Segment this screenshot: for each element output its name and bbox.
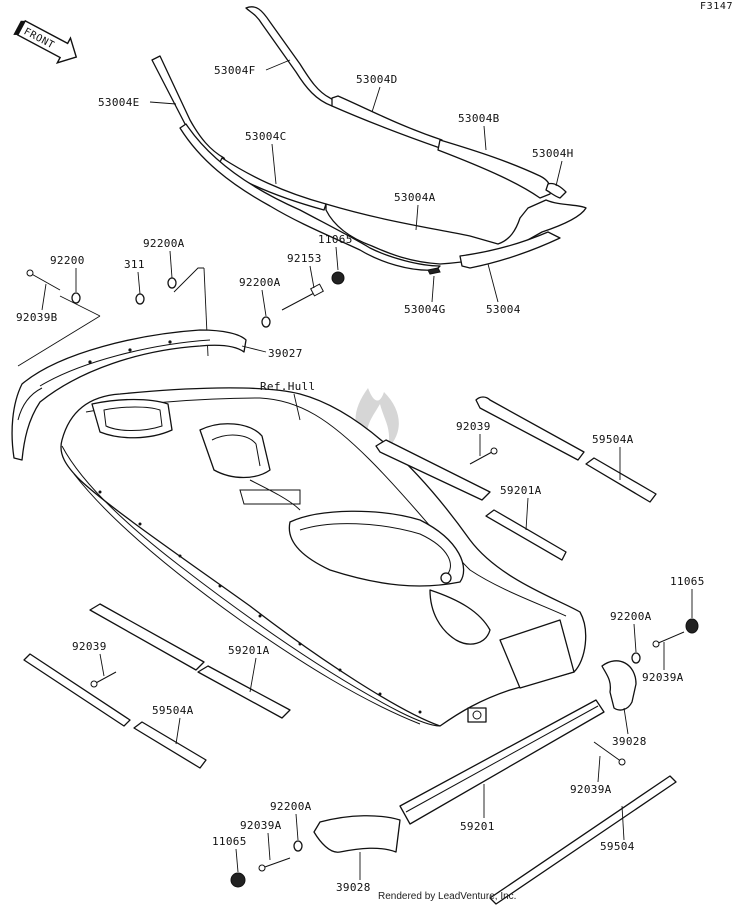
label-92039A-low: 92039A bbox=[570, 783, 612, 796]
label-59504A-left: 59504A bbox=[152, 704, 194, 717]
hull-stern bbox=[499, 619, 575, 689]
label-92039A-right: 92039A bbox=[642, 671, 684, 684]
hull-rear-deck bbox=[429, 589, 491, 645]
diagram-code: F3147 bbox=[700, 1, 733, 12]
label-11065-left: 11065 bbox=[212, 835, 247, 848]
footer-credit: Rendered by LeadVenture, Inc. bbox=[378, 891, 516, 902]
bolt-92039-left bbox=[90, 671, 117, 688]
label-53004: 53004 bbox=[486, 303, 521, 316]
label-92200A-top: 92200A bbox=[143, 237, 185, 250]
label-92039A-left: 92039A bbox=[240, 819, 282, 832]
label-53004G: 53004G bbox=[404, 303, 446, 316]
label-53004H: 53004H bbox=[532, 147, 574, 160]
seat-cover-53004 bbox=[459, 231, 561, 269]
bolt-92039A-left bbox=[258, 857, 291, 872]
label-53004B: 53004B bbox=[458, 112, 500, 125]
pad-59201A-right bbox=[485, 509, 567, 561]
seat-cover-53004A bbox=[325, 199, 587, 265]
rail-59504 bbox=[489, 775, 677, 905]
bolt-92039-right bbox=[469, 447, 498, 465]
label-92153: 92153 bbox=[287, 252, 322, 265]
label-92039-right: 92039 bbox=[456, 420, 491, 433]
label-92200: 92200 bbox=[50, 254, 85, 267]
bolt-92039B bbox=[26, 269, 61, 291]
rail-59504A-left bbox=[133, 721, 207, 769]
label-ref-hull: Ref.Hull bbox=[260, 380, 315, 393]
bumper-39028-bottom bbox=[313, 815, 401, 853]
label-92200A-low: 92200A bbox=[270, 800, 312, 813]
label-311: 311 bbox=[124, 258, 145, 271]
label-39028-right: 39028 bbox=[612, 735, 647, 748]
label-92039B: 92039B bbox=[16, 311, 58, 324]
label-59504: 59504 bbox=[600, 840, 635, 853]
washer-92200A-top bbox=[167, 277, 177, 289]
washer-92200 bbox=[71, 292, 81, 304]
seat-cover-53004H bbox=[545, 182, 567, 199]
pad-59201A-left bbox=[197, 665, 291, 719]
bolt-92039A-right bbox=[652, 631, 685, 648]
label-53004E: 53004E bbox=[98, 96, 140, 109]
label-92200A-right: 92200A bbox=[610, 610, 652, 623]
label-59201: 59201 bbox=[460, 820, 495, 833]
bolt-92039A-low bbox=[593, 741, 626, 766]
front-arrow-icon: FRONT bbox=[13, 19, 78, 64]
grommet-11065-top bbox=[331, 271, 345, 285]
washer-92200A-right bbox=[631, 652, 641, 664]
label-59201A-right: 59201A bbox=[500, 484, 542, 497]
label-39028-bottom: 39028 bbox=[336, 881, 371, 894]
seat-cover-53004D bbox=[331, 95, 443, 149]
rail-59504A-right-long bbox=[475, 396, 585, 461]
nut-311 bbox=[135, 293, 145, 305]
seat-cover-53004F bbox=[245, 6, 337, 107]
seat-cover-53004G bbox=[427, 267, 441, 275]
label-59201A-left: 59201A bbox=[228, 644, 270, 657]
seat-cover-assembly bbox=[151, 6, 587, 275]
grommet-11065-right bbox=[685, 618, 699, 634]
washer-92200A-mid bbox=[261, 316, 271, 328]
label-11065-right: 11065 bbox=[670, 575, 705, 588]
label-53004C: 53004C bbox=[245, 130, 287, 143]
label-53004D: 53004D bbox=[356, 73, 398, 86]
label-59504A-right: 59504A bbox=[592, 433, 634, 446]
label-39027: 39027 bbox=[268, 347, 303, 360]
label-92039-left: 92039 bbox=[72, 640, 107, 653]
label-11065-top: 11065 bbox=[318, 233, 353, 246]
bolt-92153 bbox=[281, 283, 324, 311]
bumper-39027 bbox=[11, 329, 247, 461]
label-53004A: 53004A bbox=[394, 191, 436, 204]
hull-cockpit bbox=[288, 510, 465, 587]
pad-59201A-left-upper bbox=[89, 603, 205, 671]
hull-body bbox=[60, 387, 587, 727]
label-92200A-mid: 92200A bbox=[239, 276, 281, 289]
hull-front-storage bbox=[91, 398, 173, 439]
bumper-39028-right bbox=[601, 660, 637, 711]
rail-59504A-right bbox=[585, 457, 657, 503]
grommet-11065-left bbox=[230, 872, 246, 888]
label-53004F: 53004F bbox=[214, 64, 256, 77]
pad-59201A-right-upper bbox=[375, 439, 491, 501]
rail-59504A-left-long bbox=[23, 653, 131, 727]
washer-92200A-low bbox=[293, 840, 303, 852]
